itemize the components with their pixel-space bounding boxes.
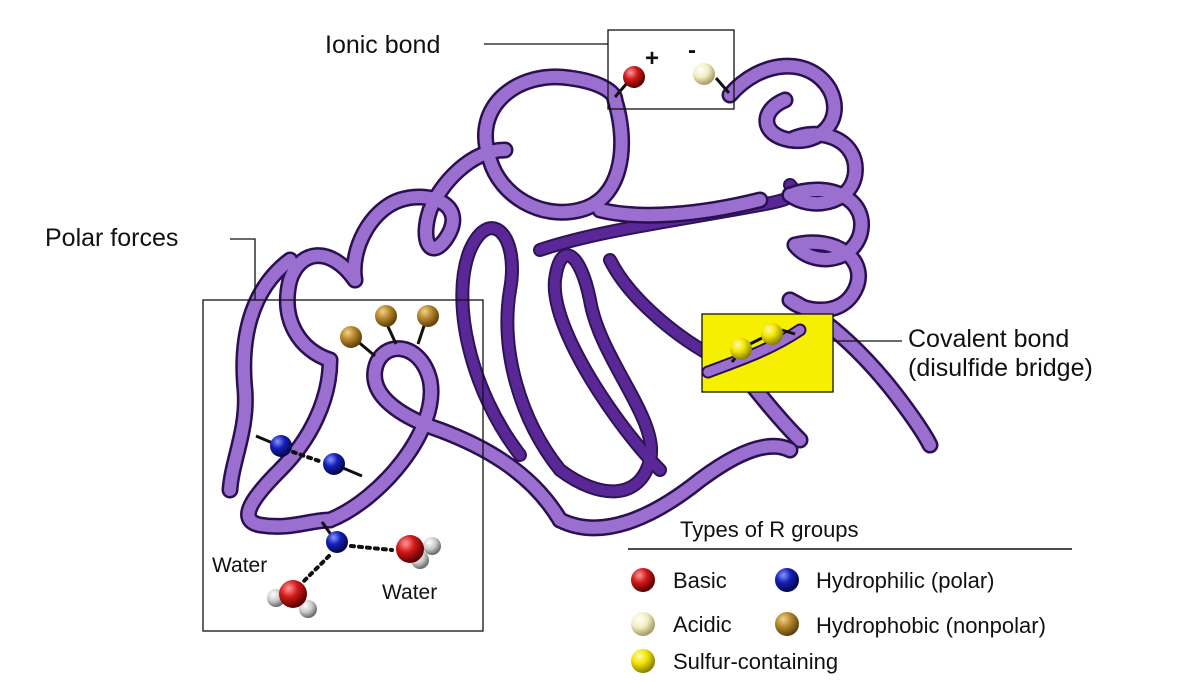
legend-swatch-hydrophilic [775,568,799,592]
hydrophilic-r-group-sphere [323,453,345,475]
polar-forces-box [202,299,484,632]
acidic-r-group-stalk [714,77,731,94]
ionic-bond-label: Ionic bond [325,31,440,59]
water-label-left: Water [212,554,267,577]
hydrophilic-stalk [342,466,363,478]
water-oxygen-atom [279,580,307,608]
covalent-bond-label-line1: Covalent bond [908,325,1069,353]
hydrophobic-r-group-sphere [375,305,397,327]
basic-r-group-stalk [613,81,630,98]
sulfur-r-group-sphere [730,338,752,360]
disulfide-bond-dash [749,336,763,346]
water-molecule-right [396,535,441,569]
hydrogen-bond-dots [301,554,331,584]
covalent-bond-label-line2: (disulfide bridge) [908,354,1093,382]
ribbon-through-box [703,325,805,377]
legend-label-acidic: Acidic [673,612,732,637]
r-group-legend: Types of R groups Basic Hydrophilic (pol… [628,517,1072,674]
protein-ribbon [221,57,939,537]
water-molecule-left [267,580,317,618]
legend-label-basic: Basic [673,568,727,593]
legend-label-hydrophobic: Hydrophobic (nonpolar) [816,613,1046,638]
water-hydrogen-atom [423,537,441,555]
legend-swatch-acidic [631,612,655,636]
hydrophilic-r-group-sphere [326,531,348,553]
water-oxygen-atom [396,535,424,563]
legend-swatch-hydrophobic [775,612,799,636]
polar-forces-group: Polar forces Water Water [45,224,484,632]
hydrogen-bond-dots [291,450,324,464]
disulfide-bond-stalk [781,328,796,336]
hydrophobic-r-group-sphere [340,326,362,348]
ionic-bond-box [607,29,735,110]
water-label-right: Water [382,581,437,604]
water-hydrogen-atom [299,600,317,618]
sulfur-r-group-sphere [761,323,783,345]
polar-forces-label: Polar forces [45,224,178,252]
legend-label-sulfur: Sulfur-containing [673,649,838,674]
legend-swatch-basic [631,568,655,592]
hydrogen-bond-dots [349,544,394,552]
legend-label-hydrophilic: Hydrophilic (polar) [816,568,995,593]
hydrophilic-r-group-sphere [270,435,292,457]
hydrophobic-r-group-sphere [417,305,439,327]
basic-r-group-sphere [623,66,645,88]
acidic-r-group-sphere [693,63,715,85]
polar-forces-leader-line [230,238,256,300]
plus-sign: + [645,45,659,72]
legend-title: Types of R groups [680,517,859,542]
covalent-bond-group: Covalent bond (disulfide bridge) [701,313,1093,393]
ionic-bond-group: Ionic bond + - [325,29,735,110]
minus-sign: - [688,37,696,64]
legend-swatch-sulfur [631,649,655,673]
ribbon-front-fill [224,60,936,534]
